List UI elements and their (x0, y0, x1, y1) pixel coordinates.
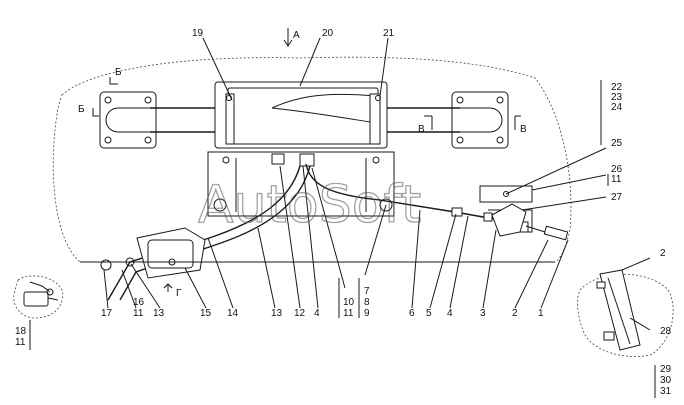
mounting-bracket (207, 151, 395, 217)
left-flange (99, 91, 210, 149)
callout-13a: 13 (153, 308, 165, 319)
callout-27: 27 (611, 192, 623, 203)
muffler-housing (214, 81, 388, 149)
callout-26: 26 (611, 164, 623, 175)
watermark: AutoSoft (198, 175, 421, 235)
callout-25: 25 (611, 138, 623, 149)
callout-10-sub: 11 (343, 308, 354, 319)
view-label-v-left: В (418, 124, 425, 135)
callout-21: 21 (383, 28, 395, 39)
callout-5: 5 (426, 308, 432, 319)
callout-29: 29 (660, 364, 672, 375)
callout-8: 8 (364, 297, 370, 308)
callout-18-sub: 11 (15, 337, 26, 348)
view-label-b-top: Б (115, 67, 122, 78)
view-label-b-side: Б (78, 104, 85, 115)
callout-4a: 4 (314, 308, 320, 319)
callout-17: 17 (101, 308, 113, 319)
callout-13b: 13 (271, 308, 283, 319)
callout-23: 23 (611, 92, 623, 103)
callout-18: 18 (15, 326, 27, 337)
callout-20: 20 (322, 28, 334, 39)
callout-6: 6 (409, 308, 415, 319)
view-label-a: A (293, 30, 300, 41)
callout-9: 9 (364, 308, 370, 319)
right-flange (390, 91, 509, 149)
callout-12: 12 (294, 308, 306, 319)
callout-28: 28 (660, 326, 672, 337)
callout-19: 19 (192, 28, 204, 39)
callout-3: 3 (480, 308, 486, 319)
callout-15: 15 (200, 308, 212, 319)
callout-7: 7 (364, 286, 370, 297)
detail-left (13, 275, 63, 319)
left-clamp (100, 257, 135, 271)
leader-lines (29, 37, 656, 398)
callout-16-sub: 11 (133, 308, 144, 319)
callout-14: 14 (227, 308, 239, 319)
view-label-v-right: В (520, 124, 527, 135)
sensor-unit (451, 203, 569, 241)
callout-24: 24 (611, 102, 623, 113)
callout-2-right: 2 (660, 248, 666, 259)
callout-1: 1 (538, 308, 544, 319)
callout-31: 31 (660, 386, 672, 397)
callout-10: 10 (343, 297, 355, 308)
connector-box (136, 227, 206, 279)
callout-30: 30 (660, 375, 672, 386)
callout-16: 16 (133, 297, 145, 308)
callout-26-sub: 11 (611, 174, 622, 185)
callout-22: 22 (611, 82, 623, 93)
view-arrows (92, 28, 521, 292)
callout-2: 2 (512, 308, 518, 319)
view-label-g: Г (176, 288, 182, 299)
callout-4b: 4 (447, 308, 453, 319)
detail-right (577, 269, 674, 357)
